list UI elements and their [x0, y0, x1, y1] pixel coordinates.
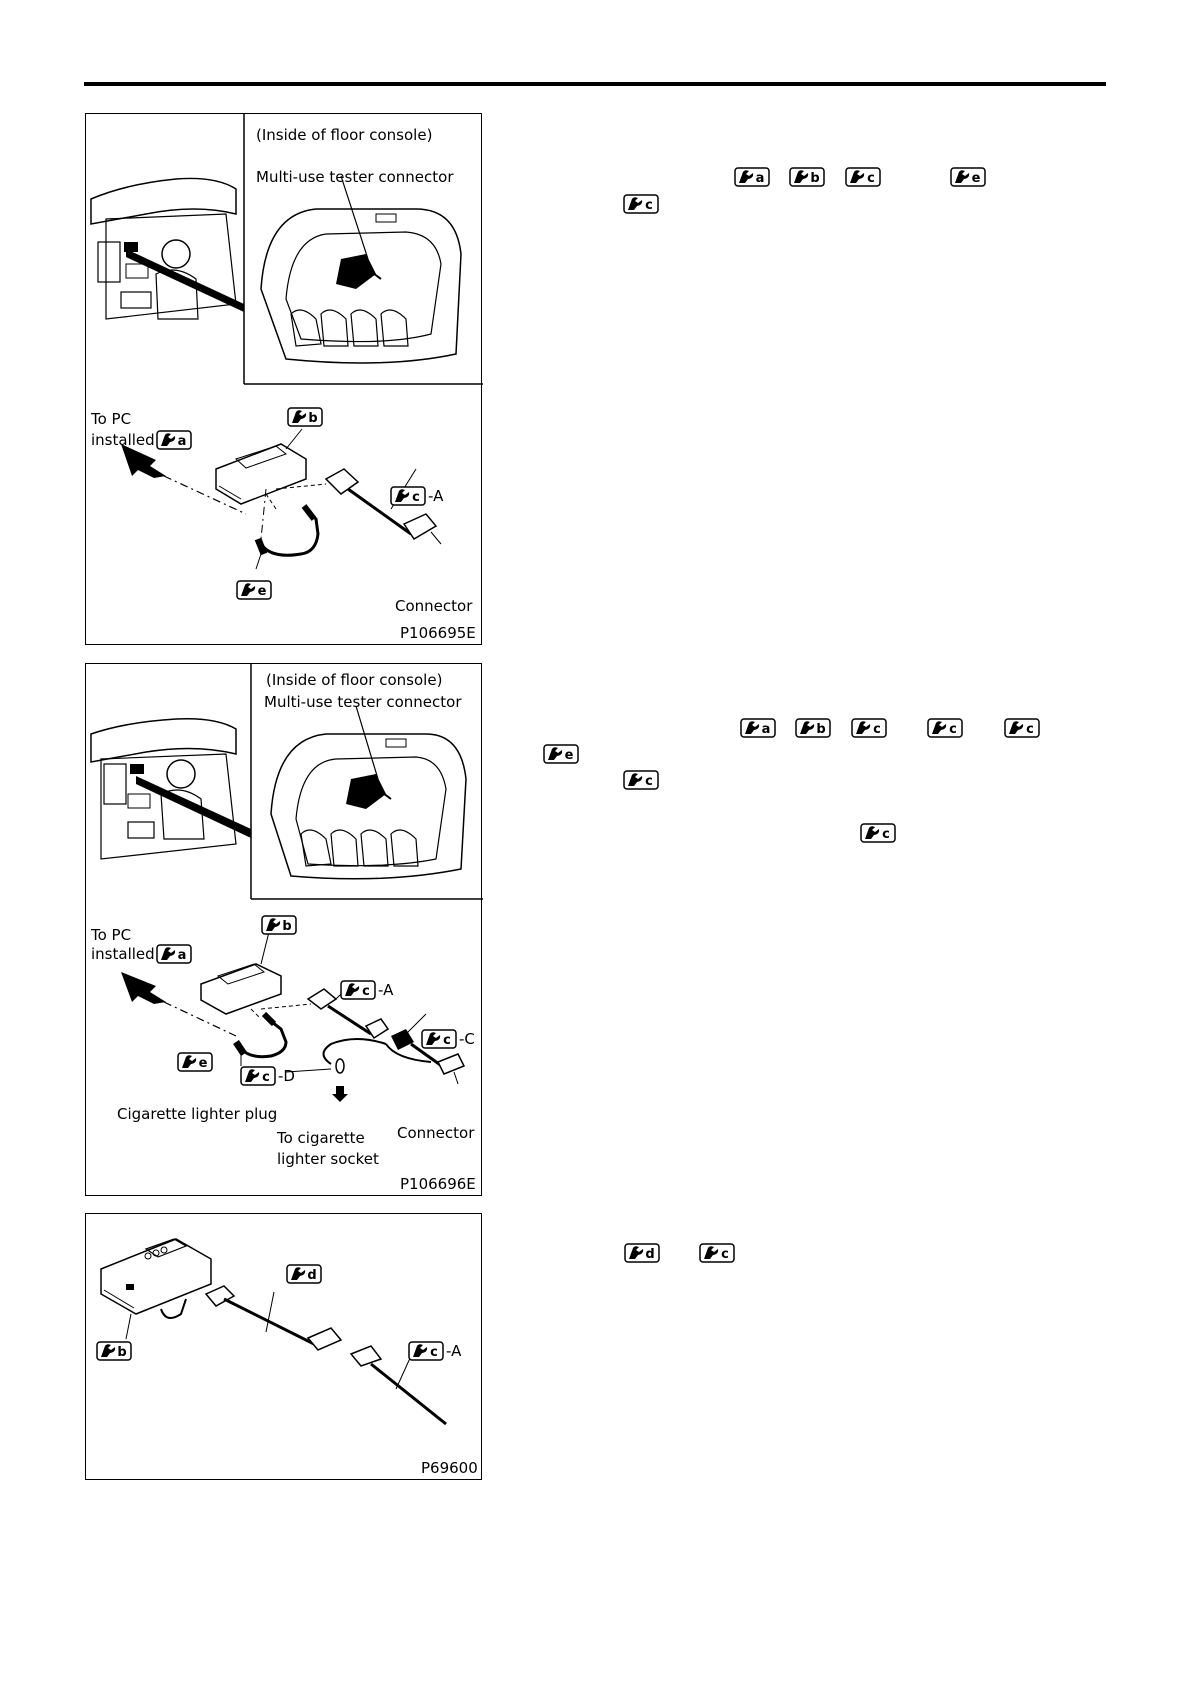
special-tool-a-icon: a: [156, 430, 192, 450]
special-tool-e-icon: e: [177, 1052, 213, 1072]
svg-text:e: e: [199, 1056, 208, 1071]
connector-label: Connector: [397, 1124, 475, 1142]
figure-code: P69600: [421, 1459, 478, 1477]
to-pc-label: To PC: [91, 410, 132, 428]
figure-code: P106696E: [400, 1175, 476, 1193]
svg-text:a: a: [762, 722, 771, 737]
connector-callout: Multi-use tester connector: [256, 168, 454, 186]
figure-p69600: d b c -A P69600: [85, 1213, 482, 1480]
svg-text:e: e: [258, 584, 267, 599]
suffix-a-label: -A: [446, 1342, 462, 1360]
connector-callout: Multi-use tester connector: [264, 693, 462, 711]
to-pc-label: To PC: [91, 926, 132, 944]
svg-text:c: c: [412, 490, 420, 505]
svg-text:c: c: [1026, 722, 1034, 737]
svg-text:b: b: [308, 411, 317, 426]
special-tool-c-icon: c: [860, 823, 896, 843]
figure-2-illustration: [90, 664, 483, 1102]
svg-text:c: c: [645, 774, 653, 789]
svg-text:c: c: [721, 1247, 729, 1262]
svg-text:b: b: [816, 722, 825, 737]
special-tool-a-icon: a: [156, 944, 192, 964]
svg-text:c: c: [867, 171, 875, 186]
svg-text:a: a: [756, 171, 765, 186]
suffix-a-label: -A: [428, 487, 444, 505]
special-tool-b-icon: b: [795, 718, 831, 738]
svg-text:e: e: [565, 748, 574, 763]
header-rule: [84, 82, 1106, 86]
installed-label: installed: [91, 945, 155, 963]
special-tool-c-icon: c: [408, 1341, 444, 1361]
special-tool-c-icon: c: [240, 1066, 276, 1086]
special-tool-c-icon: c: [851, 718, 887, 738]
svg-text:b: b: [282, 919, 291, 934]
figure-p106695e: (Inside of floor console) Multi-use test…: [85, 113, 483, 645]
connector-label: Connector: [395, 597, 473, 615]
suffix-a-label: -A: [378, 981, 394, 999]
suffix-d-label: -D: [278, 1067, 295, 1085]
svg-text:c: c: [873, 722, 881, 737]
figure-code: P106695E: [400, 624, 476, 642]
figure-p106696e: (Inside of floor console) Multi-use test…: [85, 663, 483, 1196]
special-tool-b-icon: b: [96, 1341, 132, 1361]
special-tool-c-icon: c: [390, 486, 426, 506]
svg-text:e: e: [972, 171, 981, 186]
special-tool-d-icon: d: [624, 1243, 660, 1263]
special-tool-a-icon: a: [734, 167, 770, 187]
special-tool-c-icon: c: [927, 718, 963, 738]
figure-1-illustration: [90, 114, 483, 570]
special-tool-c-icon: c: [845, 167, 881, 187]
special-tool-c-icon: c: [699, 1243, 735, 1263]
installed-label: installed: [91, 431, 155, 449]
suffix-c-label: -C: [459, 1030, 475, 1048]
svg-text:b: b: [117, 1345, 126, 1360]
inset-caption: (Inside of floor console): [266, 671, 443, 689]
svg-text:b: b: [810, 171, 819, 186]
svg-text:d: d: [307, 1268, 316, 1283]
svg-text:d: d: [645, 1247, 654, 1262]
svg-text:c: c: [645, 198, 653, 213]
special-tool-e-icon: e: [236, 580, 272, 600]
special-tool-b-icon: b: [789, 167, 825, 187]
lighter-socket-label: lighter socket: [277, 1150, 379, 1168]
special-tool-c-icon: c: [340, 980, 376, 1000]
inset-caption: (Inside of floor console): [256, 126, 433, 144]
svg-text:c: c: [882, 827, 890, 842]
special-tool-a-icon: a: [740, 718, 776, 738]
special-tool-b-icon: b: [287, 407, 323, 427]
svg-text:c: c: [262, 1070, 270, 1085]
special-tool-c-icon: c: [623, 194, 659, 214]
svg-text:a: a: [178, 434, 187, 449]
svg-text:c: c: [430, 1345, 438, 1360]
special-tool-e-icon: e: [950, 167, 986, 187]
figure-3-illustration: [100, 1238, 447, 1426]
special-tool-c-icon: c: [1004, 718, 1040, 738]
cigarette-plug-label: Cigarette lighter plug: [117, 1105, 278, 1123]
special-tool-c-icon: c: [623, 770, 659, 790]
svg-text:c: c: [362, 984, 370, 999]
special-tool-d-icon: d: [286, 1264, 322, 1284]
special-tool-e-icon: e: [543, 744, 579, 764]
special-tool-b-icon: b: [261, 915, 297, 935]
special-tool-c-icon: c: [421, 1029, 457, 1049]
svg-text:c: c: [949, 722, 957, 737]
svg-text:c: c: [443, 1033, 451, 1048]
to-cigarette-label: To cigarette: [277, 1129, 365, 1147]
svg-text:a: a: [178, 948, 187, 963]
